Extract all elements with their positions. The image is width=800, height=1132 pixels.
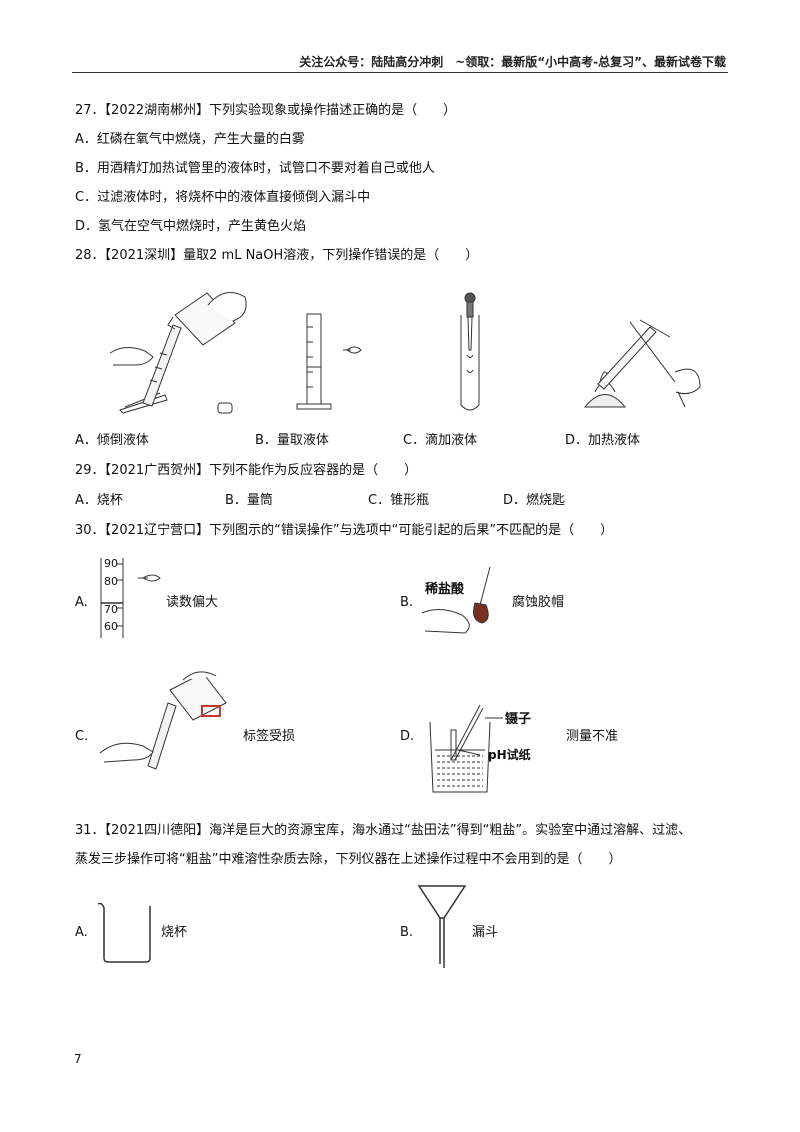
q28-stem: 28．【2021深圳】量取2 mL NaOH溶液，下列操作错误的是（ ）: [75, 248, 479, 263]
q30-option-d-caption: 测量不准: [566, 729, 619, 744]
q28-option-d: D．加热液体: [565, 433, 641, 448]
q29-stem: 29．【2021广西贺州】下列不能作为反应容器的是（ ）: [75, 463, 418, 478]
q29-option-d: D．燃烧匙: [503, 493, 566, 508]
page-header: 关注公众号：陆陆高分冲刺 ~领取：最新版“小中高考-总复习”、最新试卷下载: [299, 55, 726, 69]
q27-option-a: A．红磷在氧气中燃烧，产生大量的白雾: [75, 132, 305, 147]
q30-label-ph-paper: pH试纸: [488, 748, 531, 762]
q30-figure-ph-beaker: [425, 700, 535, 795]
q28-option-b: B．量取液体: [255, 433, 329, 448]
q28-figure-dropping: [455, 290, 495, 415]
q31-option-b-letter: B.: [400, 925, 414, 940]
q31-stem-line2: 蒸发三步操作可将“粗盐”中难溶性杂质去除，下列仪器在上述操作过程中不会用到的是（…: [75, 852, 622, 867]
q30-option-a-caption: 读数偏大: [166, 595, 219, 610]
q28-figure-pouring: [105, 285, 255, 415]
q27-option-b: B．用酒精灯加热试管里的液体时，试管口不要对着自己或他人: [75, 161, 435, 176]
q30-scale-label-90: 90: [104, 557, 118, 570]
q30-scale-label-70: 70: [104, 603, 118, 616]
q30-option-a-letter: A.: [75, 595, 88, 610]
q30-scale-label-80: 80: [104, 575, 118, 588]
q30-label-dilute-hcl: 稀盐酸: [425, 582, 465, 597]
q30-option-d-letter: D.: [400, 729, 415, 744]
q29-option-c: C．锥形瓶: [368, 493, 430, 508]
q28-figure-reading: [295, 312, 375, 412]
q30-figure-pouring-label: [98, 668, 228, 778]
q28-figure-heating: [580, 312, 710, 412]
q28-option-a: A．倾倒液体: [75, 433, 149, 448]
q30-option-c-letter: C.: [75, 729, 89, 744]
q28-option-c: C．滴加液体: [403, 433, 478, 448]
q31-option-a-caption: 烧杯: [161, 925, 188, 940]
q30-option-c-caption: 标签受损: [243, 729, 296, 744]
q31-option-a-letter: A.: [75, 925, 88, 940]
q29-option-b: B．量筒: [225, 493, 273, 508]
q30-scale-label-60: 60: [104, 620, 118, 633]
q30-figure-dropper-hand: [420, 565, 500, 635]
q30-stem: 30．【2021辽宁营口】下列图示的“错误操作”与选项中“可能引起的后果”不匹配…: [75, 523, 614, 538]
q31-figure-beaker: [96, 900, 156, 965]
q31-figure-funnel: [417, 884, 467, 969]
q30-option-b-caption: 腐蚀胶帽: [512, 595, 565, 610]
q30-figure-cylinder-scale: [98, 558, 168, 638]
q30-label-tweezers: 镊子: [505, 712, 532, 727]
header-divider: [72, 72, 728, 73]
page-number: 7: [74, 1052, 82, 1066]
q27-option-d: D．氢气在空气中燃烧时，产生黄色火焰: [75, 219, 307, 234]
q27-option-c: C．过滤液体时，将烧杯中的液体直接倾倒入漏斗中: [75, 190, 371, 205]
q31-stem-line1: 31．【2021四川德阳】海洋是巨大的资源宝库，海水通过“盐田法”得到“粗盐”。…: [75, 823, 692, 838]
q27-stem: 27．【2022湖南郴州】下列实验现象或操作描述正确的是（ ）: [75, 103, 457, 118]
q30-option-b-letter: B.: [400, 595, 414, 610]
q29-option-a: A．烧杯: [75, 493, 123, 508]
q31-option-b-caption: 漏斗: [472, 925, 499, 940]
